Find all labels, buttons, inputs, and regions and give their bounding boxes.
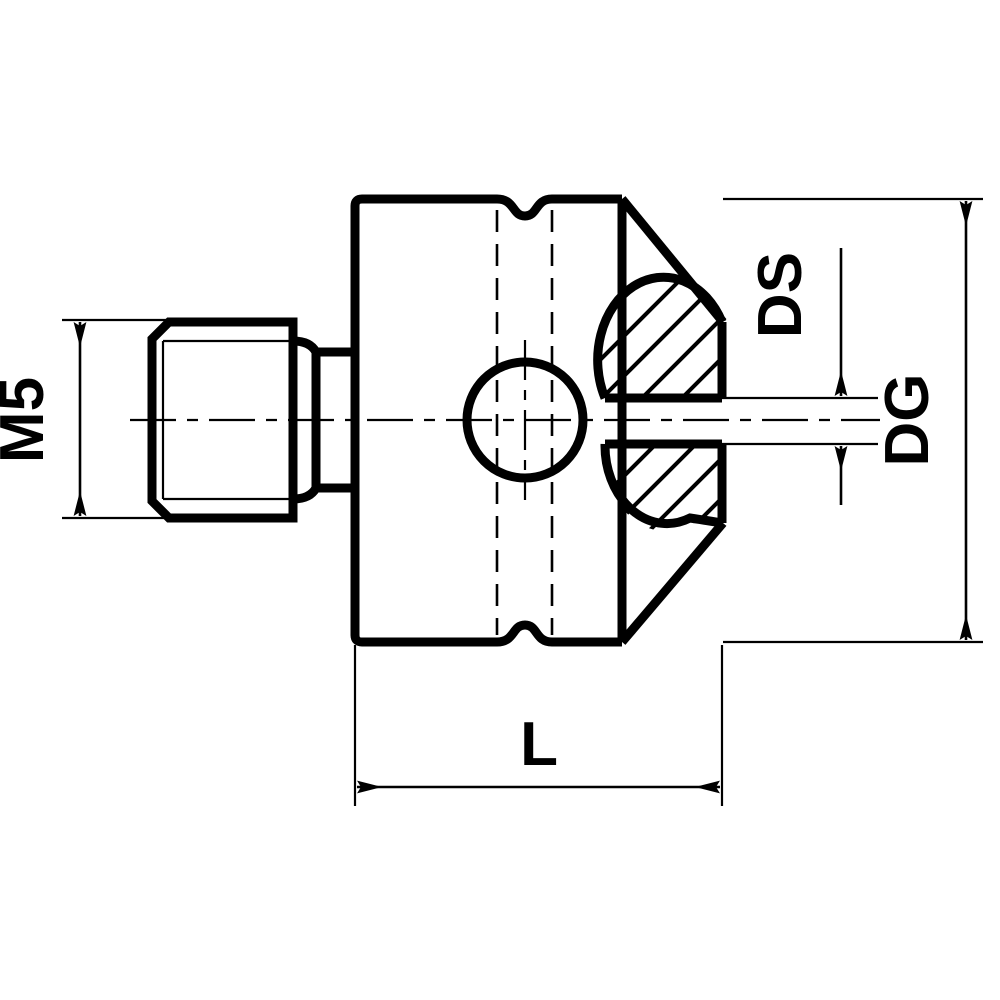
- dimension-m5: M5: [0, 318, 175, 520]
- dimension-dg: DG: [723, 197, 983, 644]
- dimension-label-dg: DG: [873, 374, 942, 467]
- chamfer-bottom: [618, 520, 727, 645]
- body-bottom-edge-with-break: [350, 620, 622, 647]
- dimension-label-l: L: [520, 710, 558, 779]
- ball-section: [593, 272, 727, 532]
- sphere-arc-lower: [600, 443, 723, 529]
- section-hatch-lower: [604, 444, 722, 532]
- dimension-label-m5: M5: [0, 377, 57, 463]
- dimension-l: L: [353, 645, 724, 806]
- body-top-edge-with-break: [350, 194, 622, 221]
- section-hatch-upper: [597, 277, 722, 398]
- dimension-ds: DS: [722, 248, 878, 505]
- dimension-label-ds: DS: [746, 252, 815, 338]
- sphere-arc-upper: [593, 272, 727, 400]
- centerlines: [130, 210, 880, 635]
